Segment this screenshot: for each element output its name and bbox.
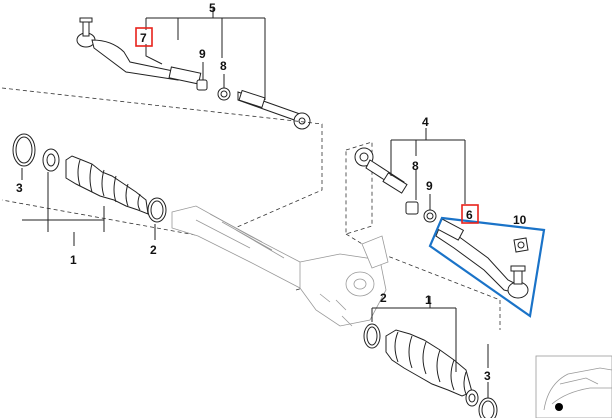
callout-7[interactable]: 7 (140, 31, 147, 45)
nut-item-10[interactable] (513, 237, 529, 253)
clamp-ring-right[interactable] (478, 397, 498, 418)
callout-6-highlight (461, 204, 479, 224)
tie-rod-end-left[interactable] (76, 17, 202, 85)
callout-4[interactable]: 4 (422, 115, 429, 129)
clamp-small-right[interactable] (465, 389, 479, 407)
inner-tie-rod-right[interactable] (354, 147, 408, 194)
callout-9-left[interactable]: 9 (199, 47, 206, 61)
vehicle-location-thumbnail (535, 355, 612, 418)
callout-1-right[interactable]: 1 (425, 293, 432, 307)
ring-left[interactable] (217, 87, 231, 101)
clamp-ring-boot-right[interactable] (363, 323, 381, 349)
callout-2-left[interactable]: 2 (150, 243, 157, 257)
bellows-boot-left[interactable] (65, 155, 149, 215)
clamp-ring-boot-left[interactable] (147, 197, 167, 223)
callout-10[interactable]: 10 (513, 213, 527, 227)
upper-left-tie-rod-group (76, 8, 311, 130)
left-boot-group (12, 133, 167, 246)
callout-3-left[interactable]: 3 (16, 181, 23, 195)
right-boot-group (363, 296, 498, 418)
callout-9-right[interactable]: 9 (426, 179, 433, 193)
callout-3-right[interactable]: 3 (484, 369, 491, 383)
clamp-small-left[interactable] (42, 148, 60, 172)
inner-tie-rod-left[interactable] (237, 89, 311, 130)
callout-8-left[interactable]: 8 (220, 59, 227, 73)
callout-5[interactable]: 5 (209, 1, 216, 15)
lock-nut-right[interactable] (405, 201, 419, 215)
lock-nut-left[interactable] (196, 79, 208, 91)
ring-right[interactable] (423, 209, 437, 223)
location-marker-icon (555, 403, 563, 411)
callout-2-right[interactable]: 2 (380, 291, 387, 305)
selection-outline (428, 216, 546, 318)
rack-housing-outline (1, 87, 501, 330)
callout-1-left[interactable]: 1 (70, 253, 77, 267)
clamp-ring-left[interactable] (12, 133, 36, 167)
bellows-boot-right[interactable] (385, 329, 473, 397)
upper-right-tie-rod-group (354, 128, 466, 223)
callout-8-right[interactable]: 8 (412, 159, 419, 173)
callout-6[interactable]: 6 (466, 208, 473, 222)
steering-rack-body (171, 205, 389, 327)
callout-7-highlight (135, 27, 153, 47)
